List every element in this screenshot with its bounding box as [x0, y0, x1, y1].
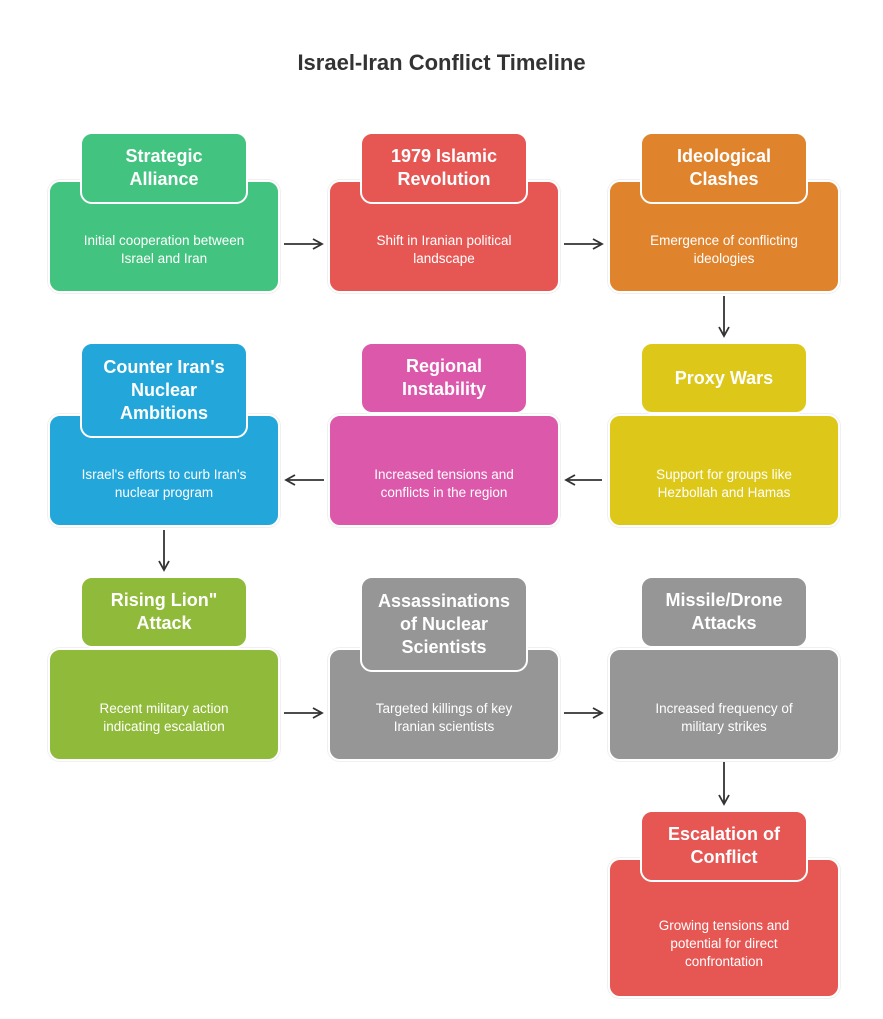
node-missile-drone-heading: Missile/Drone Attacks	[640, 576, 808, 648]
node-rising-lion-text: Recent military action indicating escala…	[99, 700, 229, 734]
node-rising-lion-heading: Rising Lion" Attack	[80, 576, 248, 648]
node-proxy-wars-text: Support for groups like Hezbollah and Ha…	[656, 466, 792, 500]
node-ideological-clashes-text: Emergence of conflicting ideologies	[650, 232, 798, 266]
node-counter-nuclear-text: Israel's efforts to curb Iran's nuclear …	[81, 466, 247, 500]
node-proxy-wars-heading: Proxy Wars	[640, 342, 808, 414]
node-strategic-alliance-heading: Strategic Alliance	[80, 132, 248, 204]
node-counter-nuclear-heading: Counter Iran's Nuclear Ambitions	[80, 342, 248, 438]
node-assassinations-heading: Assassinations of Nuclear Scientists	[360, 576, 528, 672]
node-regional-instability-text: Increased tensions and conflicts in the …	[374, 466, 514, 500]
node-ideological-clashes-heading: Ideological Clashes	[640, 132, 808, 204]
node-regional-instability-heading: Regional Instability	[360, 342, 528, 414]
node-strategic-alliance-text: Initial cooperation between Israel and I…	[83, 232, 245, 266]
node-assassinations-text: Targeted killings of key Iranian scienti…	[375, 700, 513, 734]
node-regional-instability-card: Increased tensions and conflicts in the …	[328, 414, 560, 527]
diagram-title: Israel-Iran Conflict Timeline	[297, 50, 586, 75]
node-escalation-text: Growing tensions and potential for direc…	[658, 918, 790, 969]
node-rising-lion-card: Recent military action indicating escala…	[48, 648, 280, 761]
node-missile-drone-text: Increased frequency of military strikes	[655, 700, 793, 734]
node-islamic-revolution-heading: 1979 Islamic Revolution	[360, 132, 528, 204]
node-missile-drone-card: Increased frequency of military strikes	[608, 648, 840, 761]
node-islamic-revolution-text: Shift in Iranian political landscape	[376, 232, 512, 266]
node-proxy-wars-card: Support for groups like Hezbollah and Ha…	[608, 414, 840, 527]
node-escalation-heading: Escalation of Conflict	[640, 810, 808, 882]
